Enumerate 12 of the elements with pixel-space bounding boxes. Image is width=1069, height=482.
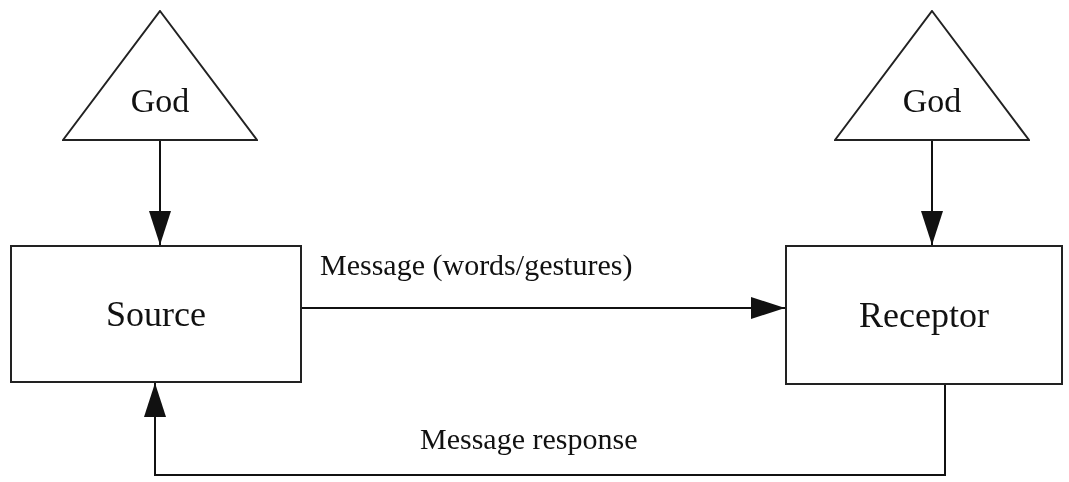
triangle-node	[834, 10, 1030, 141]
node-label: God	[902, 81, 962, 120]
node-label: Source	[106, 293, 206, 335]
node-label: God	[130, 81, 190, 120]
process-box	[10, 245, 302, 383]
process-box	[785, 245, 1063, 385]
triangle-node	[62, 10, 258, 141]
arrow	[144, 382, 946, 476]
arrow	[301, 297, 786, 319]
node-label: Receptor	[859, 294, 989, 336]
arrow	[921, 140, 943, 246]
arrow	[149, 140, 171, 246]
